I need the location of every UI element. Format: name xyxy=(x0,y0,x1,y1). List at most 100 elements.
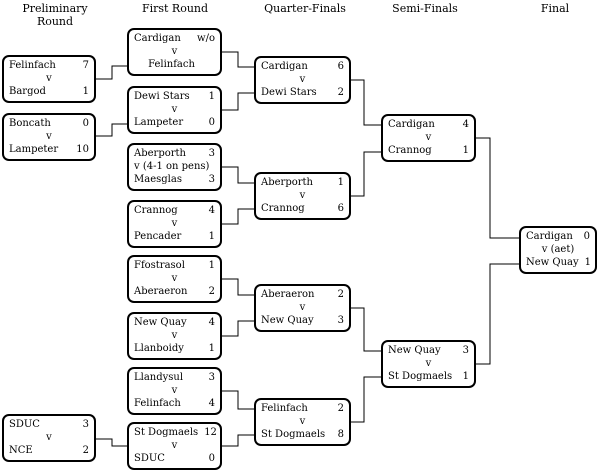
match-separator: v xyxy=(299,302,306,313)
team-name: New Quay xyxy=(261,315,314,326)
team-name: Aberaeron xyxy=(134,286,188,297)
team-score: 2 xyxy=(337,403,344,414)
match-separator: v xyxy=(46,432,52,443)
match-semi-final-1: Cardigan 4 v Crannog 1 xyxy=(381,114,476,162)
team-name: Cardigan xyxy=(388,119,435,130)
match-separator: v xyxy=(46,73,52,84)
match-separator: v xyxy=(299,416,306,427)
match-separator: v xyxy=(425,132,432,143)
team-name: New Quay xyxy=(134,317,187,328)
match-separator: v xyxy=(171,385,178,396)
header-preliminary-round: Preliminary Round xyxy=(0,2,110,28)
team-score: 3 xyxy=(208,174,215,185)
match-quarter-final-4: Felinfach 2 v St Dogmaels 8 xyxy=(254,398,351,446)
team-name: Maesglas xyxy=(134,174,182,185)
connector-r1-1 xyxy=(222,51,254,68)
team-score: 0 xyxy=(208,117,215,128)
team-name: Boncath xyxy=(9,118,51,129)
team-score: 2 xyxy=(337,87,344,98)
team-name: Cardigan xyxy=(261,61,308,72)
team-score: 3 xyxy=(208,148,215,159)
team-name: Felinfach xyxy=(148,59,195,70)
team-score: 1 xyxy=(208,231,215,242)
team-name: Dewi Stars xyxy=(261,87,317,98)
match-separator: v xyxy=(171,104,178,115)
team-score: 0 xyxy=(583,231,590,242)
team-score: 2 xyxy=(82,445,89,456)
connector-r1-2 xyxy=(222,92,254,111)
team-score: 1 xyxy=(462,145,469,156)
team-score: 4 xyxy=(462,119,469,130)
team-name: Llandysul xyxy=(134,372,184,383)
team-name: Bargod xyxy=(9,86,46,97)
match-preliminary-3: SDUC 3 v NCE 2 xyxy=(2,414,96,462)
team-name: Pencader xyxy=(134,231,182,242)
header-preliminary-line1: Preliminary xyxy=(22,2,88,15)
team-name: Lampeter xyxy=(134,117,184,128)
team-score: 0 xyxy=(208,453,215,464)
team-name: St Dogmaels xyxy=(261,429,326,440)
connector-prelim3 xyxy=(96,438,127,447)
match-separator: v (aet) xyxy=(541,244,575,255)
connector-prelim2 xyxy=(96,123,127,137)
match-separator: v xyxy=(46,131,52,142)
team-name: SDUC xyxy=(134,453,165,464)
team-score: 10 xyxy=(76,144,89,155)
team-score: w/o xyxy=(197,33,215,44)
connector-r1-7 xyxy=(222,390,254,410)
team-score: 4 xyxy=(208,317,215,328)
team-score: 1 xyxy=(584,257,592,268)
team-score: 3 xyxy=(208,372,215,383)
team-name: Lampeter xyxy=(9,144,59,155)
match-separator: v xyxy=(171,440,178,451)
team-name: Felinfach xyxy=(9,60,56,71)
team-name: Llanboidy xyxy=(134,343,184,354)
match-preliminary-2: Boncath 0 v Lampeter 10 xyxy=(2,113,96,161)
team-name: Ffostrasol xyxy=(134,260,185,271)
team-score: 6 xyxy=(337,203,344,214)
match-separator: v xyxy=(299,74,306,85)
header-first-round: First Round xyxy=(141,2,209,15)
team-score: 1 xyxy=(208,91,215,102)
connector-qf-4 xyxy=(351,376,381,423)
match-separator: v xyxy=(425,358,432,369)
connector-prelim1 xyxy=(96,65,127,80)
connector-qf-3 xyxy=(351,307,381,352)
team-name: Aberporth xyxy=(134,148,186,159)
team-name: New Quay xyxy=(526,257,579,268)
team-score: 0 xyxy=(82,118,89,129)
team-name: Crannog xyxy=(388,145,432,156)
team-name: NCE xyxy=(9,445,33,456)
team-name: Cardigan xyxy=(134,33,181,44)
team-score: 3 xyxy=(337,315,344,326)
team-score: 1 xyxy=(208,343,215,354)
team-score: 3 xyxy=(82,419,89,430)
team-score: 3 xyxy=(462,345,469,356)
team-name: Crannog xyxy=(261,203,305,214)
header-final: Final xyxy=(540,2,570,15)
connector-sf-1 xyxy=(476,137,519,239)
connector-r1-6 xyxy=(222,320,254,337)
connector-r1-5 xyxy=(222,278,254,296)
match-separator: v xyxy=(171,218,178,229)
team-name: Felinfach xyxy=(261,403,308,414)
team-score: 4 xyxy=(208,205,215,216)
team-name: SDUC xyxy=(9,419,40,430)
team-score: 7 xyxy=(82,60,89,71)
team-name: St Dogmaels xyxy=(388,371,453,382)
team-score: 1 xyxy=(462,371,469,382)
header-preliminary-line2: Round xyxy=(36,15,74,28)
connector-r1-3 xyxy=(222,166,254,184)
team-score: 8 xyxy=(337,429,344,440)
